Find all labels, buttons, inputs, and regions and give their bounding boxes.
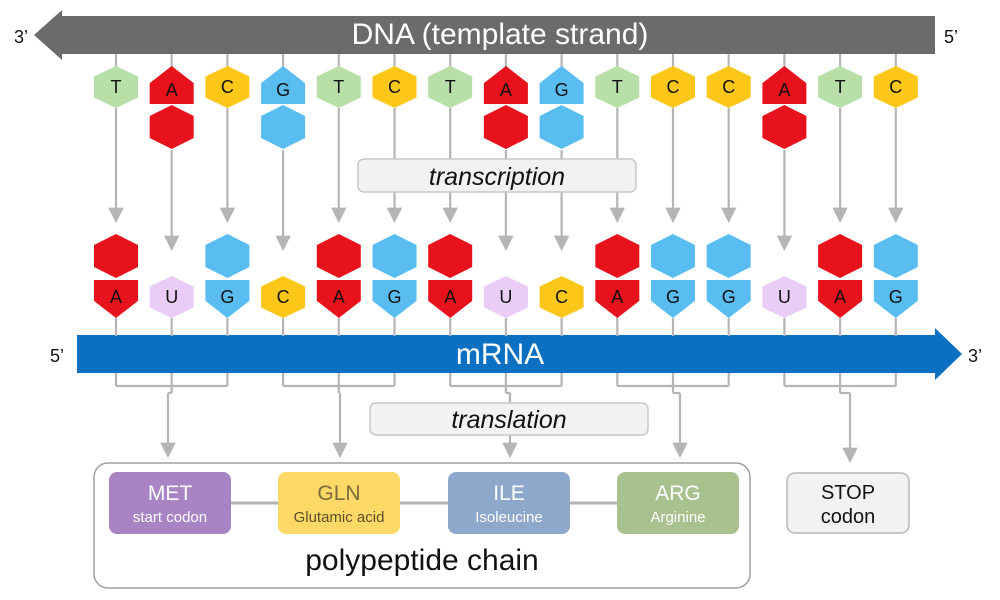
stop-codon-box: STOP codon [786,472,910,534]
amino-acid-ile: ILE Isoleucine [448,472,570,534]
dna-base-7: T [428,66,473,108]
amino-acid-name: Arginine [650,509,705,526]
dna-arrow [34,10,935,60]
mrna-base-6: G [372,234,417,318]
dna-end-left: 3’ [14,27,28,47]
amino-acid-met: MET start codon [109,472,231,534]
polypeptide-chain: MET start codon GLN Glutamic acid ILE Isoleuc… [93,462,751,589]
mrna-end-right: 3’ [968,346,982,366]
stop-label-line1: STOP [821,482,875,504]
dna-base-letter: C [889,77,902,97]
dna-base-letter: T [333,77,344,97]
dna-base-letter: T [445,77,456,97]
dna-base-letter: A [166,80,178,100]
dna-base-letter: C [221,77,234,97]
dna-strand: DNA (template strand) 3’ 5’ [14,10,958,60]
dna-base-15: C [873,66,918,108]
transcription-box: transcription [357,158,637,193]
stop-label-line2: codon [821,506,876,528]
mrna-base-letter: A [110,287,122,307]
mrna-base-letter: G [387,287,401,307]
translation-box: translation [369,402,649,436]
dna-end-right: 5’ [944,27,958,47]
mrna-base-15: G [873,234,918,318]
mrna-base-letter: A [834,287,846,307]
dna-base-letter: C [722,77,735,97]
mrna-base-9: C [539,276,584,318]
mrna-base-letter: C [555,287,568,307]
mrna-base-letter: G [220,287,234,307]
amino-acid-code: ARG [655,482,701,505]
dna-base-11: C [651,66,695,108]
dna-base-letter: A [500,80,512,100]
mrna-base-letter: G [889,287,903,307]
mrna-base-7: A [428,234,473,318]
mrna-base-8: U [483,276,528,318]
mrna-base-letter: A [611,287,623,307]
mrna-arrow [77,328,962,380]
mrna-base-1: A [94,234,138,318]
mrna-base-letter: G [666,287,680,307]
amino-acid-arg: ARG Arginine [617,472,739,534]
dna-base-letter: T [612,77,623,97]
mrna-label: mRNA [456,338,544,371]
mrna-base-2: U [149,276,194,318]
mrna-base-letter: G [722,287,736,307]
dna-base-5: T [316,66,361,108]
amino-acid-gln: GLN Glutamic acid [278,472,400,534]
mrna-base-11: G [651,234,695,318]
mrna-base-letter: U [165,287,178,307]
amino-acid-code: MET [148,482,193,505]
dna-base-letter: T [111,77,122,97]
mrna-base-letter: C [277,287,290,307]
amino-acid-name: Glutamic acid [294,509,385,526]
dna-base-14: T [818,66,863,108]
mrna-base-13: U [762,276,807,318]
mrna-strand: mRNA 5’ 3’ [50,328,982,380]
dna-base-4: G [261,66,306,149]
dna-base-letter: T [835,77,846,97]
dna-base-letter: C [388,77,401,97]
dna-base-2: A [149,66,194,149]
mrna-base-5: A [316,234,361,318]
dna-base-9: G [539,66,584,149]
amino-acid-name: start codon [133,509,207,526]
dna-base-letter: C [667,77,680,97]
mrna-base-14: A [818,234,863,318]
dna-base-letter: A [778,80,790,100]
amino-acid-code: ILE [493,482,525,505]
translation-label: translation [451,406,566,434]
dna-base-letter: G [555,80,569,100]
dna-label: DNA (template strand) [352,18,649,51]
mrna-end-left: 5’ [50,346,64,366]
mrna-base-12: G [706,234,751,318]
mrna-base-letter: U [499,287,512,307]
dna-base-6: C [372,66,417,108]
dna-base-10: T [595,66,640,108]
mrna-base-10: A [595,234,640,318]
mrna-base-letter: U [778,287,791,307]
mrna-base-3: G [205,234,250,318]
dna-base-8: A [483,66,528,149]
chain-label: polypeptide chain [305,544,539,577]
transcription-label: transcription [429,163,565,191]
dna-base-1: T [94,66,138,108]
dna-base-13: A [762,66,807,149]
mrna-base-letter: A [333,287,345,307]
dna-base-12: C [706,66,751,108]
mrna-base-4: C [261,276,306,318]
amino-acid-code: GLN [317,482,360,505]
amino-acid-name: Isoleucine [475,509,543,526]
dna-base-letter: G [276,80,290,100]
mrna-base-letter: A [444,287,456,307]
dna-base-3: C [205,66,250,108]
